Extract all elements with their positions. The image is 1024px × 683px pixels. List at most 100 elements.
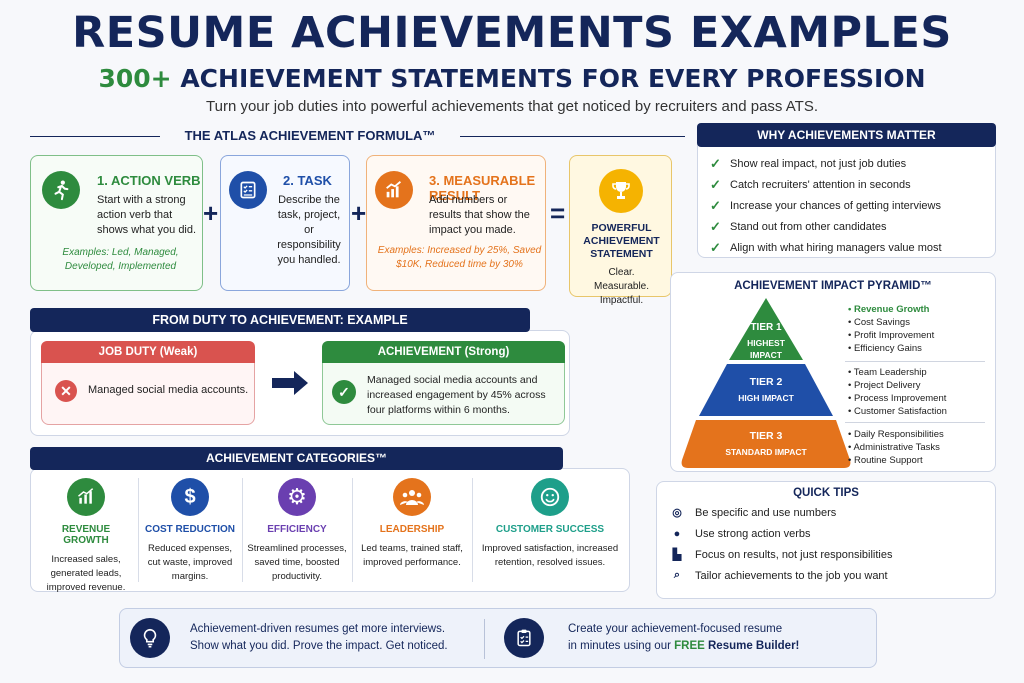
- strong-text: Managed social media accounts and increa…: [367, 374, 546, 416]
- divider: [30, 136, 160, 137]
- divider: [484, 619, 485, 659]
- list-item: ◎Be specific and use numbers: [669, 502, 989, 523]
- result-title: POWERFUL ACHIEVEMENT STATEMENT: [583, 222, 660, 260]
- dollar-icon: $: [171, 478, 209, 516]
- subtitle-accent: 300+: [98, 64, 172, 93]
- list-item: • Process Improvement: [848, 393, 947, 404]
- check-icon: ✓: [710, 239, 721, 255]
- equals-sign: =: [550, 198, 566, 228]
- step-example: Examples: Led, Managed, Developed, Imple…: [62, 247, 179, 272]
- list-item: • Efficiency Gains: [848, 343, 922, 354]
- formula-step-measurable-result: 3. MEASURABLE RESULT Add numbers or resu…: [366, 155, 546, 291]
- trophy-icon: [599, 169, 643, 213]
- formula-step-action-verb: 1. ACTION VERB Start with a strong actio…: [30, 155, 203, 291]
- tips-panel: QUICK TIPS ◎Be specific and use numbers …: [656, 481, 996, 599]
- list-item: ▙Focus on results, not just responsibili…: [669, 544, 989, 565]
- gear-icon: ⚙: [278, 478, 316, 516]
- step-title: 1. ACTION VERB: [97, 173, 201, 188]
- chart-icon: ▙: [672, 549, 682, 561]
- pyramid-graphic: [681, 298, 851, 468]
- list-item: • Customer Satisfaction: [848, 406, 947, 417]
- plus-sign: +: [203, 198, 219, 228]
- list-item: • Team Leadership: [848, 367, 927, 378]
- list-item: • Profit Improvement: [848, 330, 935, 341]
- list-item: ✓Increase your chances of getting interv…: [710, 197, 941, 213]
- category-customer-success: CUSTOMER SUCCESS Improved satisfaction, …: [480, 478, 620, 570]
- tips-title: QUICK TIPS: [793, 487, 859, 499]
- footer-right-text: Create your achievement-focused resume i…: [568, 623, 800, 652]
- divider: [460, 136, 685, 137]
- formula-result: POWERFUL ACHIEVEMENT STATEMENT Clear. Me…: [569, 155, 672, 306]
- lightbulb-icon: [130, 618, 170, 658]
- divider: [138, 478, 139, 582]
- why-panel: WHY ACHIEVEMENTS MATTER ✓Show real impac…: [697, 123, 996, 258]
- list-item: • Cost Savings: [848, 317, 910, 328]
- page-subtitle: 300+ ACHIEVEMENT STATEMENTS FOR EVERY PR…: [0, 64, 1024, 93]
- list-item: • Administrative Tasks: [848, 442, 940, 453]
- weak-card: JOB DUTY (Weak) ✕ Managed social media a…: [41, 341, 255, 425]
- arrow-right-icon: [270, 370, 310, 401]
- list-item: ⌕Tailor achievements to the job you want: [669, 565, 989, 586]
- weak-text: Managed social media accounts.: [88, 384, 249, 396]
- clipboard-icon: [504, 618, 544, 658]
- person-icon: ●: [673, 527, 681, 540]
- category-leadership: LEADERSHIP Led teams, trained staff, imp…: [356, 478, 468, 570]
- formula-title: THE ATLAS ACHIEVEMENT FORMULA™: [184, 128, 436, 143]
- step-example: Examples: Increased by 25%, Saved $10K, …: [377, 245, 542, 270]
- check-icon: ✓: [332, 380, 356, 404]
- magnifier-icon: ⌕: [673, 569, 681, 581]
- list-item: ✓Catch recruiters' attention in seconds: [710, 176, 911, 192]
- list-item: ✓Stand out from other candidates: [710, 218, 887, 234]
- step-text: Describe the task, project, or responsib…: [277, 194, 341, 266]
- tier-1-list: • Revenue Growth • Cost Savings • Profit…: [848, 303, 934, 355]
- smile-icon: [531, 478, 569, 516]
- step-text: Add numbers or results that show the imp…: [429, 194, 530, 236]
- check-icon: ✓: [710, 197, 721, 213]
- check-icon: ✓: [710, 176, 721, 192]
- result-text: Clear. Measurable. Impactful.: [593, 267, 650, 306]
- list-item: ●Use strong action verbs: [669, 523, 989, 544]
- categories-title: ACHIEVEMENT CATEGORIES™: [30, 447, 563, 470]
- why-list: ✓Show real impact, not just job duties ✓…: [710, 153, 990, 258]
- tier-3-list: • Daily Responsibilities • Administrativ…: [848, 428, 944, 467]
- growth-chart-icon: [375, 171, 413, 209]
- list-item: • Revenue Growth: [848, 304, 930, 315]
- duty-title: FROM DUTY TO ACHIEVEMENT: EXAMPLE: [30, 308, 530, 332]
- list-item: • Routine Support: [848, 455, 923, 466]
- check-icon: ✓: [710, 155, 721, 171]
- list-item: ✓Align with what hiring managers value m…: [710, 239, 942, 255]
- checklist-icon: [229, 171, 267, 209]
- footer-banner: Achievement-driven resumes get more inte…: [119, 608, 877, 668]
- target-icon: ◎: [672, 507, 682, 519]
- plus-sign: +: [351, 198, 367, 228]
- tips-list: ◎Be specific and use numbers ●Use strong…: [669, 502, 989, 586]
- team-icon: [393, 478, 431, 516]
- divider: [845, 422, 985, 423]
- category-efficiency: ⚙ EFFICIENCY Streamlined processes, save…: [246, 478, 348, 584]
- check-icon: ✓: [710, 218, 721, 234]
- category-cost-reduction: $ COST REDUCTION Reduced expenses, cut w…: [142, 478, 238, 584]
- weak-label: JOB DUTY (Weak): [41, 341, 255, 363]
- pyramid-tier-1: [729, 298, 803, 360]
- step-title: 2. TASK: [283, 173, 332, 188]
- pyramid-title: ACHIEVEMENT IMPACT PYRAMID™: [734, 280, 932, 292]
- divider: [472, 478, 473, 582]
- pyramid-tier-2: [699, 364, 833, 416]
- divider: [242, 478, 243, 582]
- tier-2-list: • Team Leadership • Project Delivery • P…: [848, 366, 947, 418]
- bar-chart-icon: [67, 478, 105, 516]
- tagline: Turn your job duties into powerful achie…: [206, 98, 818, 115]
- formula-step-task: 2. TASK Describe the task, project, or r…: [220, 155, 350, 291]
- x-icon: ✕: [55, 380, 77, 402]
- categories-panel: [30, 468, 630, 592]
- page-title: RESUME ACHIEVEMENTS EXAMPLES: [72, 8, 952, 58]
- why-title: WHY ACHIEVEMENTS MATTER: [697, 123, 996, 147]
- divider: [352, 478, 353, 582]
- strong-card: ACHIEVEMENT (Strong) ✓ Managed social me…: [322, 341, 565, 425]
- step-text: Start with a strong action verb that sho…: [97, 194, 197, 236]
- list-item: • Daily Responsibilities: [848, 429, 944, 440]
- free-builder-link[interactable]: FREE: [674, 640, 705, 652]
